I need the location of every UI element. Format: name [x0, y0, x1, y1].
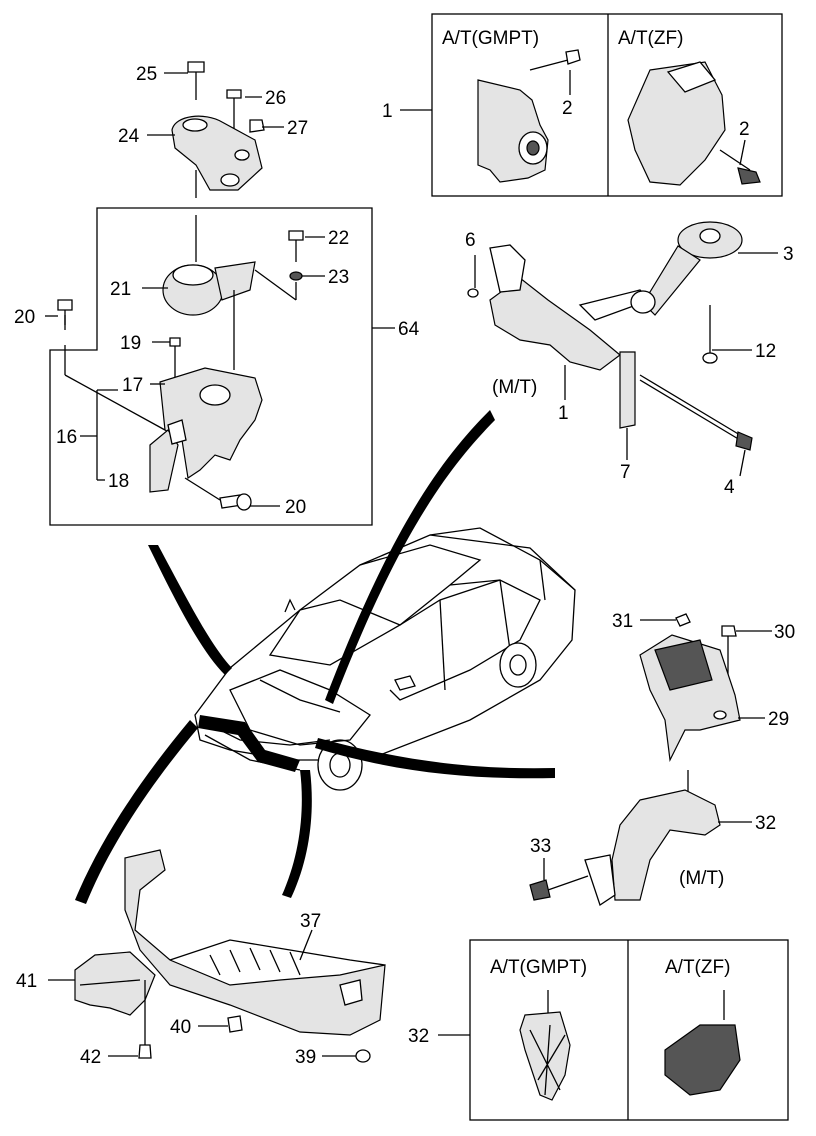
label-27: 27 — [287, 118, 308, 139]
label-41: 41 — [16, 971, 37, 992]
label-22: 22 — [328, 228, 349, 249]
engine-mount-upper — [171, 61, 265, 198]
lower-mount-assembly — [529, 613, 741, 907]
mount-assembly-box — [49, 207, 373, 526]
header-top-zf: A/T(ZF) — [618, 28, 683, 49]
splash-shields — [74, 849, 386, 1063]
label-16: 16 — [56, 427, 77, 448]
label-30: 30 — [774, 622, 795, 643]
label-64: 64 — [398, 319, 420, 340]
label-2-zf: 2 — [739, 119, 750, 140]
mt-label-upper: (M/T) — [492, 377, 537, 398]
label-23: 23 — [328, 267, 349, 288]
label-24: 24 — [118, 126, 140, 147]
label-32-mt: 32 — [755, 813, 776, 834]
label-20-bottom: 20 — [285, 497, 306, 518]
label-39: 39 — [295, 1047, 316, 1068]
leader-lines — [45, 70, 778, 1057]
label-40: 40 — [170, 1017, 191, 1038]
label-31: 31 — [612, 611, 633, 632]
at-variant-box-top — [431, 13, 783, 197]
label-3: 3 — [783, 244, 794, 265]
header-bottom-zf: A/T(ZF) — [665, 957, 730, 978]
label-4: 4 — [724, 477, 735, 498]
label-6: 6 — [465, 230, 476, 251]
label-33: 33 — [530, 836, 551, 857]
callout-bands — [75, 410, 555, 904]
label-25: 25 — [136, 64, 157, 85]
label-29: 29 — [768, 709, 789, 730]
label-18: 18 — [108, 471, 129, 492]
header-top-gmpt: A/T(GMPT) — [442, 28, 539, 49]
variant-headers: A/T(GMPT) A/T(ZF) A/T(GMPT) A/T(ZF) — [442, 28, 730, 978]
label-7: 7 — [620, 462, 631, 483]
label-19: 19 — [120, 333, 141, 354]
label-26: 26 — [265, 88, 286, 109]
mt-label-lower: (M/T) — [679, 868, 724, 889]
label-12: 12 — [755, 341, 776, 362]
header-bottom-gmpt: A/T(GMPT) — [490, 957, 587, 978]
mt-mount-assembly — [467, 221, 753, 451]
label-32-at: 32 — [408, 1026, 429, 1047]
at-variant-box-bottom — [469, 939, 789, 1121]
label-17: 17 — [122, 375, 143, 396]
label-1-mt: 1 — [558, 403, 569, 424]
label-2-gmpt: 2 — [562, 98, 573, 119]
part-number-labels: 25 26 27 24 1 2 2 22 23 21 64 20 19 17 1… — [14, 64, 795, 1068]
label-42: 42 — [80, 1047, 101, 1068]
label-20-left: 20 — [14, 307, 35, 328]
label-1-top: 1 — [382, 101, 393, 122]
label-37: 37 — [300, 911, 321, 932]
label-21: 21 — [110, 279, 131, 300]
